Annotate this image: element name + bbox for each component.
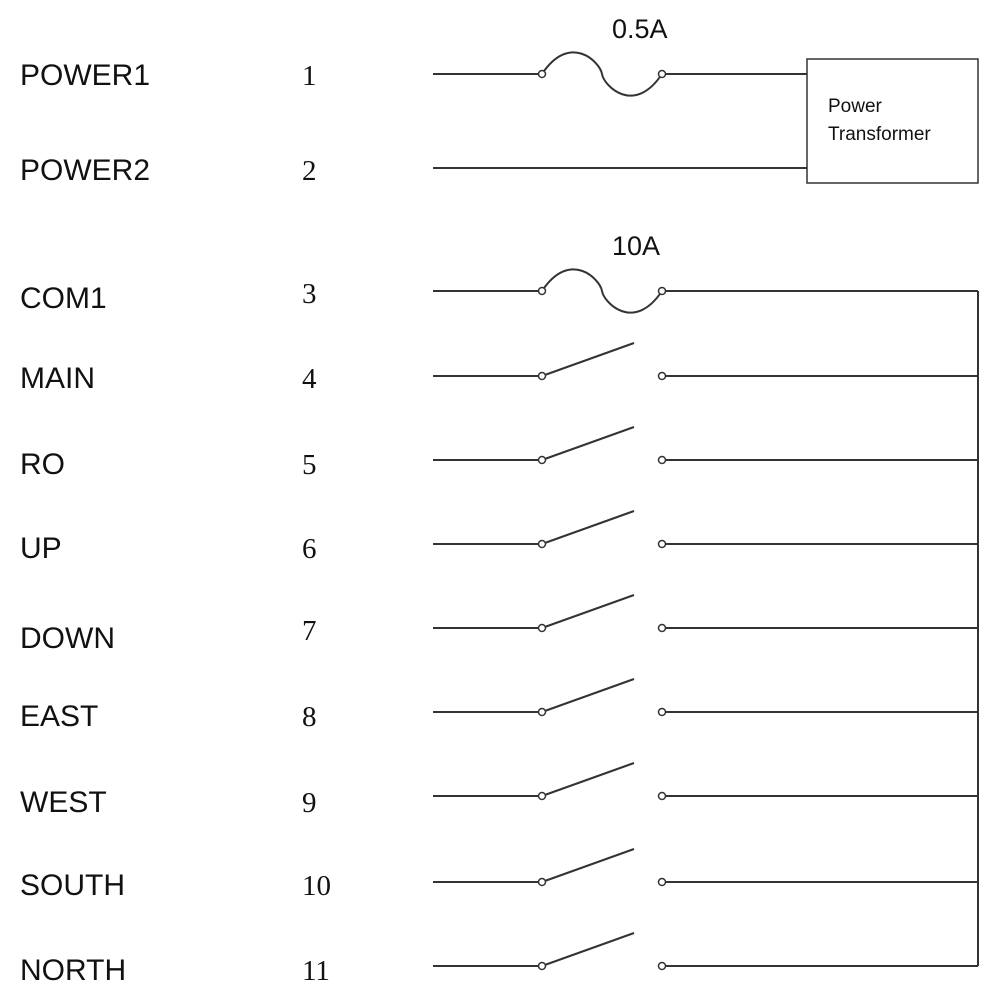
pin-number: 5 [302,449,317,481]
power-transformer-label-line2: Transformer [828,124,931,145]
terminal-dot [657,69,667,79]
pin-number: 10 [302,870,331,902]
switch-contact [541,848,635,883]
pin-label: MAIN [20,362,95,395]
terminal-dot [537,371,547,381]
power-transformer-box [806,58,979,184]
pin-row-up: UP 6 [20,510,978,565]
pin-row-power1: POWER1 1 0.5A [20,14,807,97]
pin-row-power2: POWER2 2 [20,154,807,187]
fuse-symbol [541,51,663,97]
terminal-dot [537,877,547,887]
terminal-dot [537,623,547,633]
fuse-rating: 10A [612,231,660,261]
terminal-dot [537,961,547,971]
pin-label: NORTH [20,954,126,987]
switch-contact [541,342,635,377]
terminal-dot [537,69,547,79]
pin-row-down: DOWN 7 [20,594,978,655]
pin-number: 9 [302,787,317,819]
terminal-dot [537,455,547,465]
pin-label: POWER2 [20,154,150,187]
terminal-dot [657,707,667,717]
pin-label: UP [20,532,62,565]
pin-number: 11 [302,955,330,987]
pin-number: 8 [302,701,317,733]
terminal-dot [657,371,667,381]
pin-number: 4 [302,363,317,395]
terminal-dot [657,539,667,549]
pin-label: WEST [20,786,107,819]
pin-row-main: MAIN 4 [20,342,978,395]
pin-number: 2 [302,155,317,187]
pin-label: RO [20,448,65,481]
pin-label: COM1 [20,282,107,315]
terminal-dot [537,539,547,549]
pin-row-ro: RO 5 [20,426,978,481]
switch-contact [541,510,635,545]
fuse-rating: 0.5A [612,14,668,44]
pin-label: SOUTH [20,869,125,902]
switch-contact [541,678,635,713]
terminal-dot [537,707,547,717]
pin-row-west: WEST 9 [20,762,978,819]
terminal-dot [657,877,667,887]
pin-number: 3 [302,278,317,310]
switch-contact [541,932,635,967]
power-transformer-label-line1: Power [828,96,883,117]
terminal-dot [537,286,547,296]
power-transformer: Power Transformer [806,58,979,184]
terminal-dot [657,455,667,465]
pin-label: EAST [20,700,98,733]
pin-row-east: EAST 8 [20,678,978,733]
terminal-dot [657,623,667,633]
terminal-dot [657,286,667,296]
pin-number: 1 [302,60,317,92]
pin-number: 6 [302,533,317,565]
switch-contact [541,762,635,797]
pin-row-south: SOUTH 10 [20,848,978,902]
switch-contact [541,594,635,629]
terminal-dot [537,791,547,801]
pin-label: POWER1 [20,59,150,92]
pin-label: DOWN [20,622,115,655]
pin-row-north: NORTH 11 [20,932,978,987]
fuse-symbol [541,268,663,314]
switch-contact [541,426,635,461]
terminal-dot [657,961,667,971]
terminal-dot [657,791,667,801]
pin-number: 7 [302,615,317,647]
pin-row-com1: COM1 3 10A [20,231,978,315]
